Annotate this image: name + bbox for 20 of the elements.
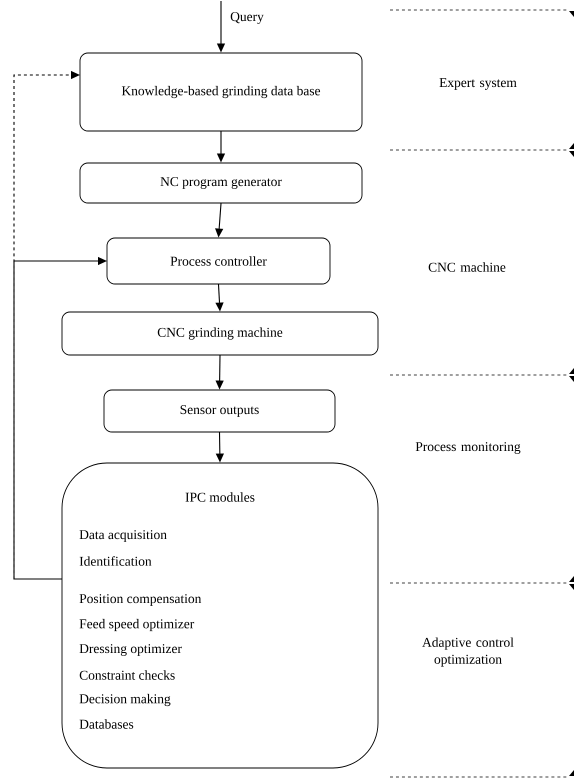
module-item: Dressing optimizer [80, 644, 182, 656]
module-item: Decision making [80, 694, 170, 706]
module-item: Databases [80, 719, 134, 729]
module-item: Constraint checks [80, 670, 175, 680]
section-label: Expert system [440, 78, 517, 90]
section-label: CNC machine [428, 262, 506, 272]
panel-heading: IPC modules [186, 492, 254, 502]
section-label: Adaptive control optimization [422, 637, 514, 667]
module-item: Feed speed optimizer [80, 618, 194, 632]
process-box: Sensor outputs [104, 390, 336, 432]
module-item: Identification [80, 556, 152, 566]
module-panel [62, 462, 378, 768]
process-box: CNC grinding machine [62, 312, 378, 356]
module-item: Data acquisition [80, 530, 167, 542]
process-box: Process controller [106, 238, 330, 284]
module-item: Position compensation [80, 594, 202, 606]
section-label: Process monitoring [416, 442, 520, 454]
process-box: Knowledge-based grinding data base [80, 52, 362, 132]
process-box: NC program generator [80, 162, 362, 204]
edge-label: Query [230, 12, 264, 24]
